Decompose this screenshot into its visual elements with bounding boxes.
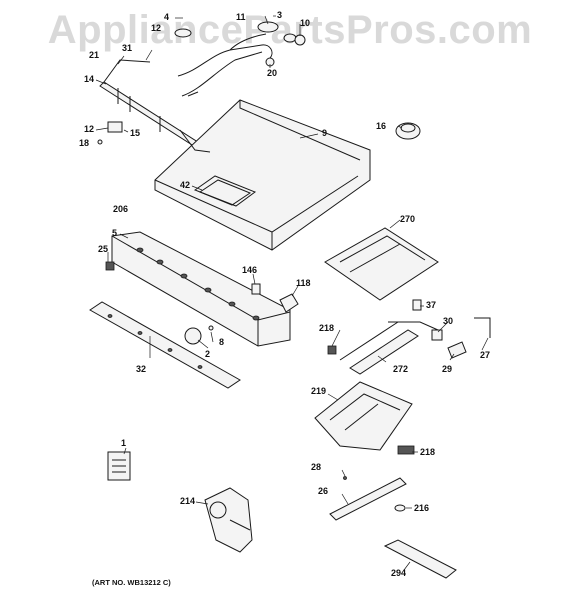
part-label-20: 20 <box>267 68 278 78</box>
bracket-118 <box>279 293 299 313</box>
regulator-214 <box>204 487 253 553</box>
burner-assembly <box>174 21 306 97</box>
burner-box <box>154 99 371 251</box>
part-label-37: 37 <box>426 300 437 310</box>
leader-lines <box>95 15 489 571</box>
part-label-25: 25 <box>98 244 109 254</box>
part-label-12: 12 <box>151 23 162 33</box>
part-label-146: 146 <box>242 265 258 275</box>
part-label-1: 1 <box>121 438 127 448</box>
bracket-294 <box>383 539 457 579</box>
part-label-206: 206 <box>113 204 129 214</box>
part-label-272: 272 <box>393 364 409 374</box>
igniter-218-bottom <box>397 445 415 455</box>
part-label-18: 18 <box>79 138 90 148</box>
part-label-9: 9 <box>322 128 328 138</box>
washer-216 <box>394 504 406 512</box>
part-label-29: 29 <box>442 364 453 374</box>
part-label-12-valve: 12 <box>84 124 95 134</box>
burner-272 <box>339 321 419 375</box>
part-label-32: 32 <box>136 364 147 374</box>
part-label-10: 10 <box>300 18 311 28</box>
part-label-27: 27 <box>480 350 491 360</box>
part-label-218-bottom: 218 <box>420 447 436 457</box>
part-label-270: 270 <box>400 214 416 224</box>
part-label-218-top: 218 <box>319 323 335 333</box>
part-label-42: 42 <box>180 180 191 190</box>
front-panel-5 <box>111 231 291 347</box>
tube-26 <box>329 477 407 521</box>
part-8 <box>208 325 214 331</box>
valve-cluster <box>97 121 123 145</box>
manual-1 <box>107 451 131 481</box>
part-label-16: 16 <box>376 121 387 131</box>
part-label-21: 21 <box>89 50 100 60</box>
part-28 <box>343 476 347 480</box>
part-label-5: 5 <box>112 228 118 238</box>
part-label-28: 28 <box>311 462 322 472</box>
tray-270 <box>324 227 439 301</box>
part-label-3: 3 <box>277 10 283 20</box>
part-label-118: 118 <box>296 278 311 288</box>
bracket-37 <box>412 299 422 311</box>
part-146 <box>251 283 261 295</box>
knob-2 <box>184 327 202 345</box>
part-label-4: 4 <box>164 12 170 22</box>
part-label-26: 26 <box>318 486 329 496</box>
watermark: AppliancePartsPros.com <box>47 8 533 52</box>
part-label-15: 15 <box>130 128 141 138</box>
part-label-31: 31 <box>122 43 133 53</box>
part-label-216: 216 <box>414 503 430 513</box>
tube-27 <box>474 317 491 338</box>
fitting-30 <box>431 329 443 341</box>
part-label-11: 11 <box>236 12 246 22</box>
tray-219 <box>314 381 413 451</box>
part-label-2: 2 <box>205 349 211 359</box>
gas-line-30 <box>388 321 439 331</box>
part-label-214: 214 <box>180 496 196 506</box>
panel-32 <box>89 301 241 389</box>
part-label-30: 30 <box>443 316 454 326</box>
igniter-218-top <box>327 345 337 355</box>
part-label-8: 8 <box>219 337 225 347</box>
burner-cap-16 <box>395 122 421 140</box>
art-number: (ART NO. WB13212 C) <box>92 578 171 587</box>
part-label-294: 294 <box>391 568 407 578</box>
part-label-14: 14 <box>84 74 95 84</box>
part-label-219: 219 <box>311 386 327 396</box>
manifold-pipe <box>99 59 205 151</box>
clip-25 <box>105 261 115 271</box>
valve-29 <box>447 341 467 359</box>
